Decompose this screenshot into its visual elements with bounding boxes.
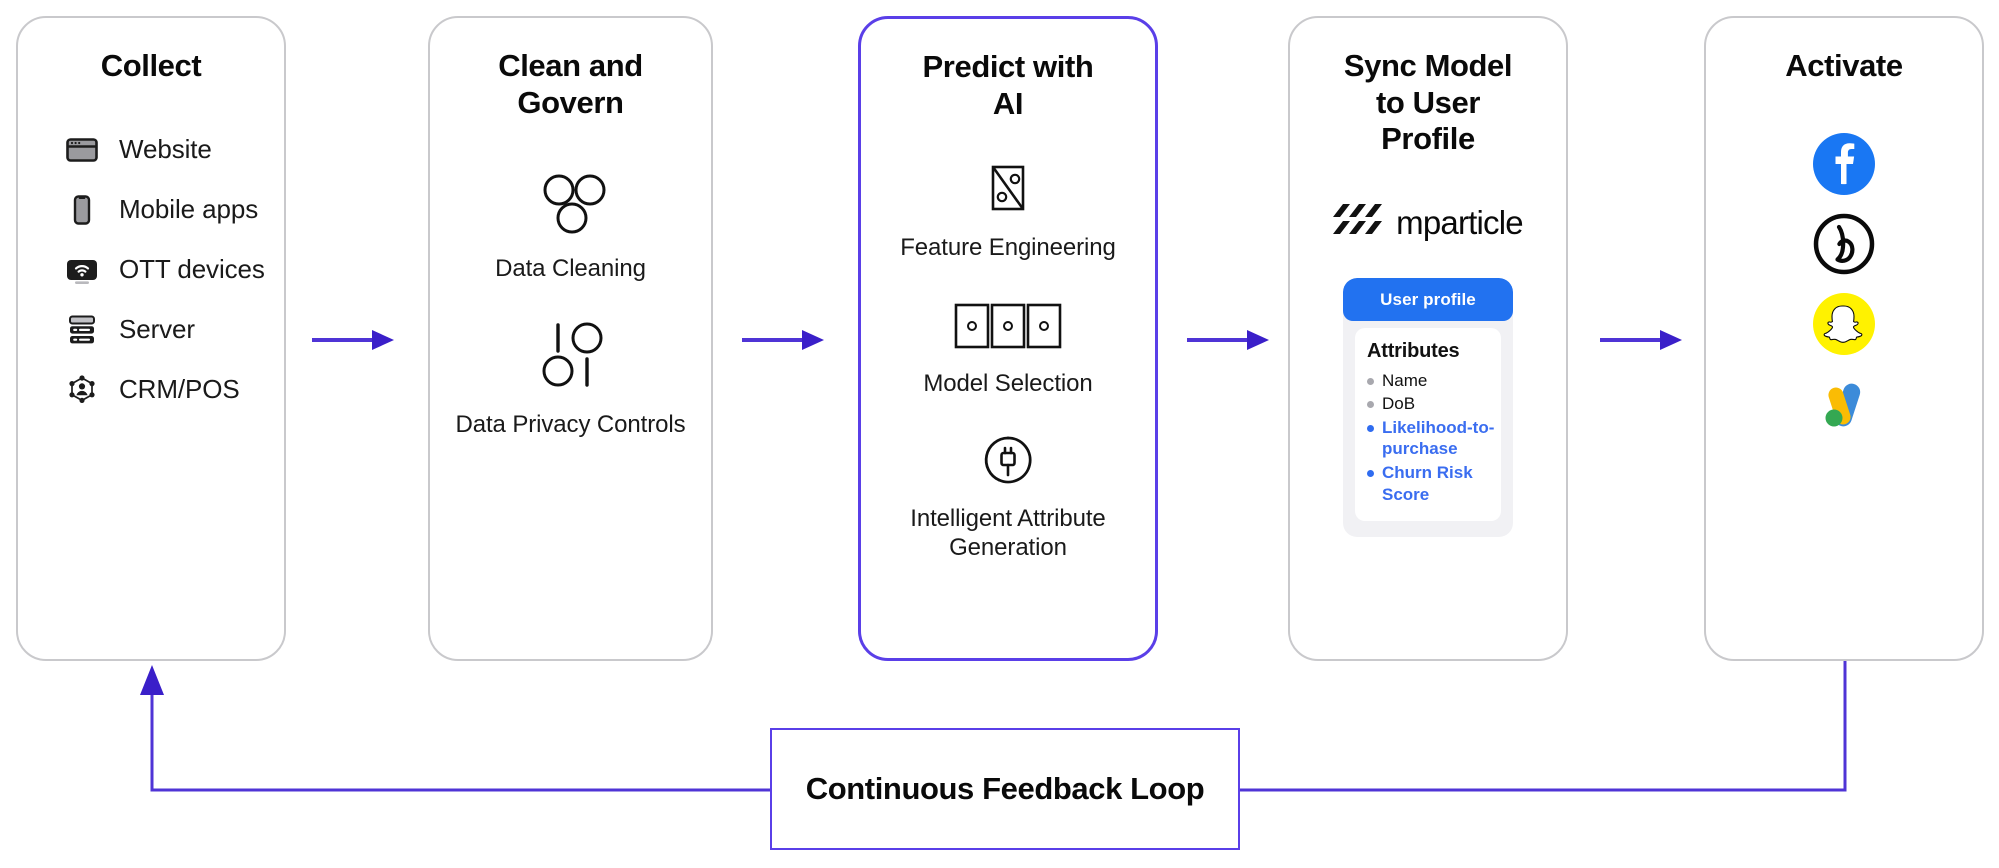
attribute-label: Name: [1382, 370, 1428, 390]
panel-title-predict-with-ai: Predict with AI: [922, 49, 1094, 121]
collect-source-mobile-apps[interactable]: Mobile apps: [65, 193, 284, 227]
feature-intelligent-attribute-generation: Intelligent Attribute Generation: [861, 435, 1155, 563]
feature-caption: Data Cleaning: [495, 255, 646, 283]
user-profile-card-header: User profile: [1343, 277, 1513, 321]
attribute-item: DoB: [1367, 393, 1501, 415]
feature-caption: Intelligent Attribute Generation: [910, 504, 1106, 561]
panel-title-activate: Activate: [1785, 48, 1903, 83]
panel-title-sync-model: Sync Model to User Profile: [1343, 48, 1513, 157]
stage-panel-sync-model-to-user-profile: Sync Model to User Profile mparticle Us: [1288, 16, 1568, 661]
arrow-clean-to-predict: [742, 330, 824, 350]
tv-wifi-icon: [65, 253, 99, 287]
stage-panel-predict-with-ai: Predict with AI Feature Engineering: [858, 16, 1158, 661]
collect-source-label: Website: [119, 134, 212, 165]
stage-panel-collect: Collect Website: [16, 16, 286, 661]
attribute-item-predicted: Likelihood-to-purchase: [1367, 417, 1501, 460]
collect-source-ott-devices[interactable]: OTT devices: [65, 253, 284, 287]
snapchat-icon[interactable]: [1813, 292, 1875, 355]
feature-feature-engineering: Feature Engineering: [861, 162, 1155, 262]
server-rack-icon: [65, 313, 99, 347]
continuous-feedback-loop-label: Continuous Feedback Loop: [805, 771, 1205, 807]
circles-bars-icon: [532, 319, 610, 396]
collect-source-list: Website Mobile apps: [18, 133, 284, 407]
browser-window-icon: [65, 133, 99, 167]
feature-data-privacy-controls: Data Privacy Controls: [430, 319, 711, 439]
google-ads-icon[interactable]: [1813, 373, 1875, 435]
attribute-label: Likelihood-to-purchase: [1382, 417, 1495, 459]
feature-data-cleaning: Data Cleaning: [430, 173, 711, 283]
bullet-dot-icon: [1367, 470, 1374, 478]
network-user-icon: [65, 373, 99, 407]
feature-model-selection: Model Selection: [861, 302, 1155, 398]
continuous-feedback-loop-box: Continuous Feedback Loop: [770, 728, 1240, 850]
bullet-dot-icon: [1367, 401, 1374, 409]
collect-source-website[interactable]: Website: [65, 133, 284, 167]
bullet-dot-icon: [1367, 424, 1374, 432]
collect-source-label: CRM/POS: [119, 374, 240, 405]
feature-caption: Data Privacy Controls: [455, 411, 686, 439]
arrow-sync-to-activate: [1600, 330, 1682, 350]
split-square-icon: [982, 162, 1034, 219]
stage-panel-clean-and-govern: Clean and Govern Data Cleaning: [428, 16, 713, 661]
attribute-item-predicted: Churn Risk Score: [1367, 462, 1501, 505]
mparticle-wordmark: mparticle: [1396, 203, 1523, 241]
attribute-item: Name: [1367, 370, 1501, 392]
facebook-icon[interactable]: [1813, 132, 1875, 195]
panel-title-clean-and-govern: Clean and Govern: [498, 48, 643, 120]
three-circles-icon: [532, 173, 610, 240]
mparticle-logo: mparticle: [1333, 203, 1524, 242]
collect-source-crm-pos[interactable]: CRM/POS: [65, 373, 284, 407]
bullet-dot-icon: [1367, 377, 1374, 385]
activate-destination-list: [1813, 132, 1875, 435]
stage-panel-activate: Activate: [1704, 16, 1984, 661]
plug-circle-icon: [983, 435, 1033, 490]
feature-caption: Feature Engineering: [900, 234, 1116, 262]
mparticle-mark-icon: [1333, 204, 1383, 241]
collect-source-label: Server: [119, 314, 195, 345]
panel-title-collect: Collect: [100, 48, 202, 83]
collect-source-label: OTT devices: [119, 254, 265, 285]
attributes-section-title: Attributes: [1367, 339, 1460, 362]
user-profile-card[interactable]: User profile Attributes Name DoB Likelih…: [1343, 277, 1513, 538]
attribute-label: DoB: [1382, 394, 1416, 414]
attributes-list: Name DoB Likelihood-to-purchase Churn Ri…: [1367, 370, 1501, 505]
attribute-label: Churn Risk Score: [1382, 463, 1473, 504]
collect-source-server[interactable]: Server: [65, 313, 284, 347]
arrow-predict-to-sync: [1187, 330, 1269, 350]
braze-icon[interactable]: [1813, 213, 1875, 275]
user-profile-attributes-body: Attributes Name DoB Likelihood-to-purcha…: [1355, 327, 1501, 522]
collect-source-label: Mobile apps: [119, 194, 259, 225]
smartphone-icon: [65, 193, 99, 227]
three-cards-icon: [954, 302, 1062, 355]
feature-caption: Model Selection: [923, 370, 1093, 398]
arrow-collect-to-clean: [312, 330, 394, 350]
